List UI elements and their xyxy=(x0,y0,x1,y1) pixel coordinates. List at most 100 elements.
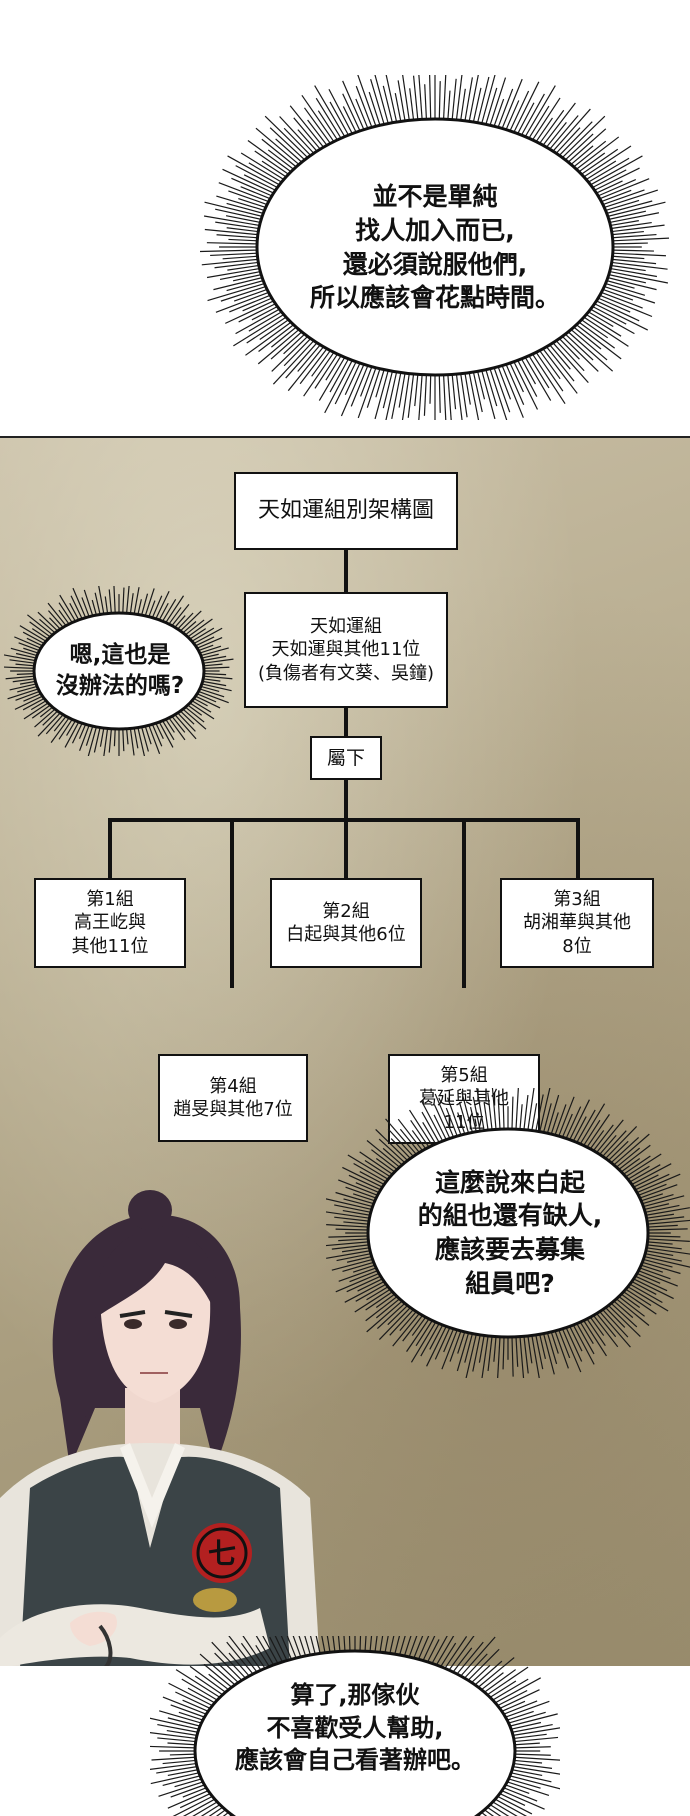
spike-stroke xyxy=(594,303,649,331)
spike-stroke xyxy=(23,702,49,720)
spike-stroke xyxy=(539,350,561,380)
spike-stroke xyxy=(447,90,451,120)
spike-stroke xyxy=(455,75,463,121)
spike-stroke xyxy=(447,1097,462,1136)
org-subordinate-label: 屬下 xyxy=(310,736,382,780)
spike-stroke xyxy=(469,1107,477,1132)
spike-stroke xyxy=(175,1691,211,1709)
spike-stroke xyxy=(520,93,545,136)
spike-stroke xyxy=(612,230,644,236)
spike-stroke xyxy=(512,1769,543,1777)
spike-stroke xyxy=(493,98,505,127)
spike-stroke xyxy=(382,371,393,409)
spike-stroke xyxy=(535,352,564,392)
spike-stroke xyxy=(512,1723,553,1733)
spike-stroke xyxy=(647,1241,673,1245)
spike-stroke xyxy=(409,1109,433,1146)
spike-stroke xyxy=(487,1336,493,1372)
spike-stroke xyxy=(213,277,263,291)
spike-stroke xyxy=(554,1330,569,1369)
spike-stroke xyxy=(344,1281,385,1303)
spike-stroke xyxy=(155,591,170,620)
spike-stroke xyxy=(15,663,35,667)
spike-stroke xyxy=(324,360,353,414)
spike-stroke xyxy=(98,586,105,615)
spike-stroke xyxy=(177,612,194,630)
spike-stroke xyxy=(452,1647,473,1673)
spike-stroke xyxy=(129,593,134,614)
spike-stroke xyxy=(341,1247,370,1253)
spike-stroke xyxy=(403,1636,412,1657)
spike-stroke xyxy=(338,1179,378,1196)
spike-stroke xyxy=(629,1164,661,1183)
spike-stroke xyxy=(246,316,287,344)
spike-stroke xyxy=(243,174,276,191)
spike-stroke xyxy=(298,1636,307,1657)
spike-stroke xyxy=(481,370,496,420)
spike-stroke xyxy=(348,1636,351,1652)
spike-stroke xyxy=(171,715,186,733)
spike-stroke xyxy=(477,76,490,123)
spike-stroke xyxy=(247,139,292,173)
spike-stroke xyxy=(613,1300,634,1319)
spike-stroke xyxy=(162,598,177,622)
spike-stroke xyxy=(355,1182,380,1194)
spike-stroke xyxy=(481,1672,504,1691)
spike-stroke xyxy=(374,75,389,124)
thought-bubble-top-text: 並不是單純 找人加入而已, 還必須說服他們, 所以應該會花點時間。 xyxy=(309,182,560,313)
spike-stroke xyxy=(438,81,441,120)
spike-stroke xyxy=(489,368,508,420)
spike-stroke xyxy=(406,1318,430,1352)
spike-stroke xyxy=(269,127,306,161)
spike-stroke xyxy=(601,291,643,309)
spike-stroke xyxy=(175,1669,221,1698)
spike-stroke xyxy=(238,197,266,209)
spike-stroke xyxy=(171,604,190,627)
spike-stroke xyxy=(535,117,553,142)
spike-stroke xyxy=(639,1184,678,1199)
spike-stroke xyxy=(242,297,273,312)
spike-stroke xyxy=(303,352,335,397)
spike-stroke xyxy=(524,357,552,401)
spike-stroke xyxy=(126,586,130,614)
spike-stroke xyxy=(271,326,297,348)
spike-stroke xyxy=(527,1335,533,1364)
spike-stroke xyxy=(581,319,609,339)
spike-stroke xyxy=(455,373,463,420)
spike-stroke xyxy=(129,728,135,756)
spike-stroke xyxy=(511,1772,552,1783)
spike-stroke xyxy=(375,369,385,398)
spike-stroke xyxy=(511,1721,542,1730)
spike-stroke xyxy=(451,78,457,120)
spike-stroke xyxy=(647,1235,681,1238)
spike-stroke xyxy=(415,1320,433,1347)
spike-stroke xyxy=(328,88,353,134)
spike-stroke xyxy=(597,297,631,313)
spike-stroke xyxy=(199,645,222,654)
spike-stroke xyxy=(226,202,264,214)
spike-stroke xyxy=(594,167,640,191)
spike-stroke xyxy=(523,1094,529,1130)
spike-stroke xyxy=(352,1264,376,1273)
spike-stroke xyxy=(353,1162,387,1183)
spike-stroke xyxy=(342,1261,374,1273)
spike-stroke xyxy=(394,1636,401,1655)
spike-stroke xyxy=(14,636,42,649)
spike-stroke xyxy=(570,145,594,165)
spike-stroke xyxy=(226,280,264,292)
spike-stroke xyxy=(579,1321,594,1344)
spike-stroke xyxy=(546,1332,558,1365)
spike-stroke xyxy=(162,720,175,741)
spike-stroke xyxy=(505,364,525,405)
spike-stroke xyxy=(531,1103,538,1131)
spike-stroke xyxy=(369,1636,373,1652)
spike-stroke xyxy=(338,1267,377,1282)
spike-stroke xyxy=(543,1333,555,1375)
spike-stroke xyxy=(609,212,660,223)
spike-stroke xyxy=(401,373,410,420)
spike-stroke xyxy=(371,1149,398,1170)
spike-stroke xyxy=(365,1291,393,1311)
spike-stroke xyxy=(365,1296,398,1322)
spike-stroke xyxy=(399,1128,420,1153)
spike-stroke xyxy=(170,1704,205,1718)
